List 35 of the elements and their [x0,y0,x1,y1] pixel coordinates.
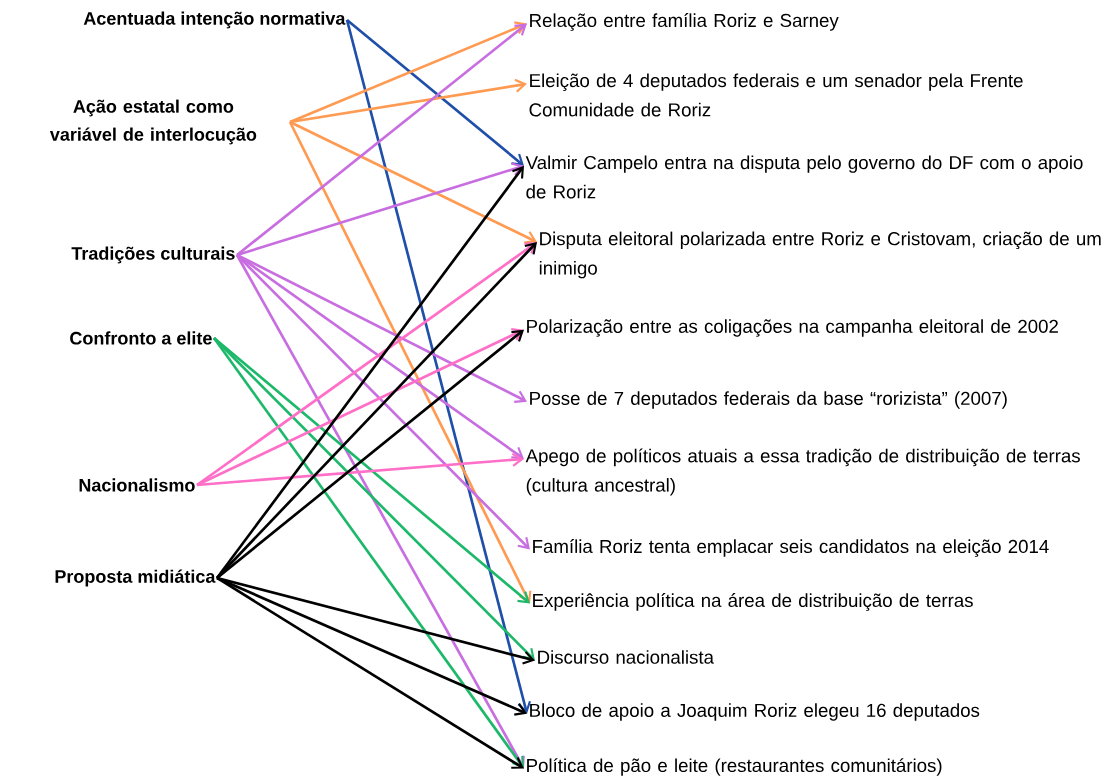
outcome-label: Família Roriz tenta emplacar seis candidatos na eleição 2014 [533,539,1049,557]
arrow [216,576,524,769]
outcome-label: Disputa eleitoral polarizada entre Roriz e Cristovam, criação de um inimigo [539,231,1101,279]
factor-label: Tradições culturais [71,246,235,264]
outcome-label: Valmir Campelo entra na disputa pelo governo do DF com o apoio de Roriz [525,155,1083,199]
outcome-label: Relação entre família Roriz e Sarney [530,13,839,31]
factor-label: Proposta midiática [55,569,216,587]
arrow [345,19,531,714]
arrow [236,254,530,550]
outcome-label: Discurso nacionalista [538,650,714,664]
outcome-label: Posse de 7 deputados federais da base “rorizista” (2007) [530,391,1007,409]
outcome-label: Eleição de 4 deputados federais e um senador pela Frente Comunidade de Roriz [529,73,1023,117]
factor-label: Ação estatal como variável de interlocução [49,99,257,145]
arrow [289,120,537,244]
outcome-label: Polarização entre as coligações na campanha eleitoral de 2002 [527,319,1058,337]
factor-label: Nacionalismo [79,478,195,492]
factor-label: Confronto a elite [70,331,212,345]
arrow [213,337,535,661]
factor-label: Acentuada intenção normativa [83,11,346,29]
arrow [216,576,535,665]
arrow [288,121,532,604]
arrow [289,78,527,124]
arrow [236,162,524,257]
arrow [212,337,524,769]
arrow [236,253,524,459]
arrow [196,328,524,487]
outcome-label: Política de pão e leite (restaurantes comunitários) [527,758,942,776]
arrow [216,242,537,579]
arrow [289,21,527,124]
outcome-label: Experiência política na área de distribuição de terras [533,593,973,611]
arrow [346,18,524,166]
arrow [196,452,524,487]
outcome-label: Bloco de apoio a Joaquim Roriz elegeu 16 deputados [530,703,980,721]
outcome-label: Apego de políticos atuais a essa tradição de distribuição de terras (cultura ancestral) [525,448,1080,496]
arrow [215,165,524,579]
